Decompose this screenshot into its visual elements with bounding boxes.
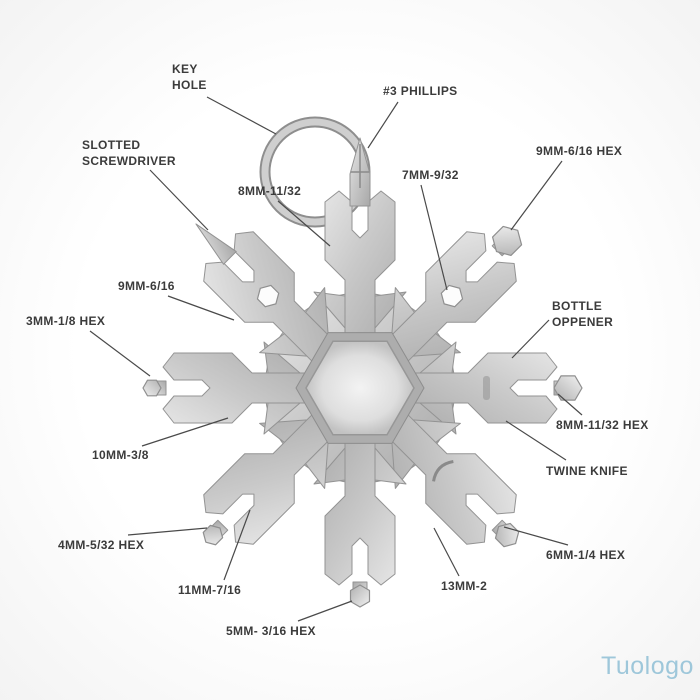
snowflake-arm-bottom xyxy=(313,427,407,608)
leader-line-6mm-1-4-hex xyxy=(503,526,569,546)
leader-line-9mm-6-16-hex xyxy=(510,160,563,231)
phillips-cross-icon xyxy=(351,144,369,188)
snowflake-tool xyxy=(142,137,583,608)
leader-line-11mm-7-16 xyxy=(223,509,251,581)
leader-line-8mm-11-32 xyxy=(277,200,331,247)
leader-line-twine-knife xyxy=(505,420,567,461)
slotted-screwdriver-tip xyxy=(195,223,237,265)
bottle-opener-slot xyxy=(483,376,490,400)
leader-line-4mm-5-32-hex xyxy=(127,527,208,536)
brand-logo: Tuologo xyxy=(601,652,694,680)
leader-line-8mm-11-32-hex xyxy=(557,393,583,416)
leader-line-3mm-1-8-hex xyxy=(89,330,151,377)
hex-stud-5mm xyxy=(349,584,371,608)
leader-line-5mm-3-16-hex xyxy=(297,600,353,622)
hex-socket-7mm xyxy=(440,284,464,308)
leader-line-7mm-9-32 xyxy=(420,184,448,291)
leader-line-9mm-6-16 xyxy=(167,295,235,321)
hex-socket-8mm xyxy=(256,284,280,308)
hex-stud-4mm xyxy=(202,524,224,546)
snowflake-arm-upper-right xyxy=(377,225,523,371)
hex-stud-8mm xyxy=(553,375,583,401)
leader-line-13mm-2 xyxy=(433,527,460,577)
snowflake-arm-lower-left xyxy=(202,405,343,546)
leader-line-bottle-opener xyxy=(511,319,550,359)
leader-line-slotted-screwdriver xyxy=(149,169,209,231)
snowflake-arm-right xyxy=(399,341,583,435)
twine-knife-slot xyxy=(432,460,454,482)
leader-line-10mm-3-8 xyxy=(141,417,229,447)
hex-stud-6mm xyxy=(494,522,520,548)
hex-stud-3mm xyxy=(142,379,162,397)
snowflake-arm-top xyxy=(313,137,407,349)
leader-line-key-hole xyxy=(206,96,277,135)
snowflake-arm-upper-left xyxy=(195,223,343,371)
hex-stud-9mm xyxy=(491,225,523,257)
leader-line-phillips xyxy=(367,101,399,149)
leader-lines xyxy=(89,96,583,622)
snowflake-arm-left xyxy=(142,341,321,435)
center-hex-socket xyxy=(305,340,415,436)
